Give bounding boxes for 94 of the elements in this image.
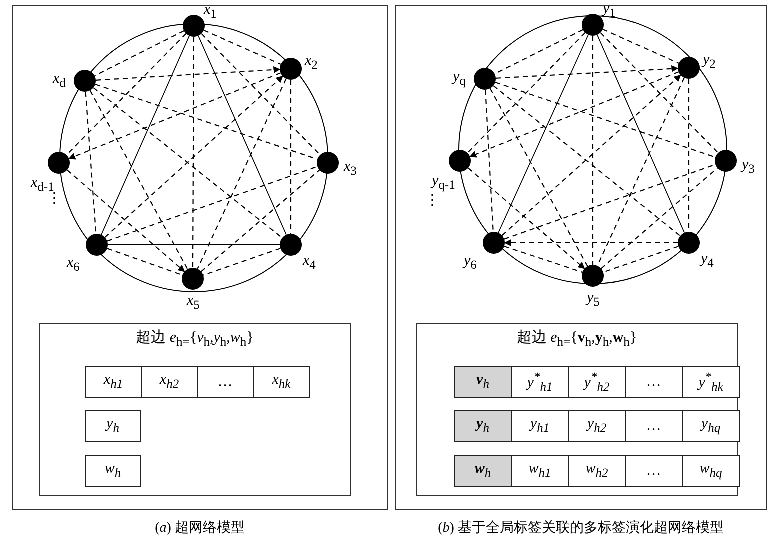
- vertex-dot: [483, 232, 505, 254]
- vertex-dot: [48, 152, 70, 174]
- vertex-dot: [317, 152, 339, 174]
- ellipsis-mark: ⋮: [47, 191, 62, 208]
- table-cell: …: [197, 366, 254, 398]
- vertex-dot: [678, 232, 700, 254]
- figure-caption: (b) 基于全局标签关联的多标签演化超网络模型: [437, 519, 725, 537]
- connector: [490, 88, 588, 267]
- connector: [108, 244, 280, 246]
- connector: [66, 33, 187, 156]
- connector: [468, 168, 586, 270]
- vertex-label: x$_{5}$: [187, 293, 200, 313]
- connector: [504, 246, 583, 274]
- vertex-label: y$_{q}$: [453, 69, 466, 89]
- table-cell: w$_{h}$: [85, 455, 141, 487]
- connector: [197, 78, 287, 270]
- table-cell: w$_{h}$: [454, 455, 512, 487]
- vertex-dot: [182, 268, 204, 290]
- ellipsis-mark: ⋮: [425, 192, 440, 210]
- table-cell: …: [625, 410, 683, 442]
- vertex-dot: [449, 150, 471, 172]
- vertex-label: y$_{1}$: [603, 1, 616, 21]
- connector: [101, 36, 190, 236]
- vertex-dot: [86, 234, 108, 256]
- table-cell: y$_{h}$: [454, 410, 512, 442]
- connector: [204, 30, 282, 65]
- vertex-label: y$_{5}$: [587, 290, 600, 310]
- connector: [107, 166, 318, 242]
- table-cell: y$_{hq}$: [682, 410, 740, 442]
- vertex-label: x$_{3}$: [344, 159, 357, 179]
- table-cell: x$_{hk}$: [253, 366, 310, 398]
- connector: [96, 66, 281, 81]
- table-cell: w$_{h1}$: [511, 455, 569, 487]
- connector: [201, 34, 321, 156]
- hyperedge-box: [416, 323, 738, 496]
- connector: [602, 29, 680, 64]
- vertex-dot: [280, 234, 302, 256]
- vertex-dot: [280, 58, 302, 80]
- table-cell: y$_{h}$: [85, 410, 141, 442]
- table-cell: …: [625, 455, 683, 487]
- vertex-label: y$_{6}$: [464, 253, 477, 273]
- vertex-label: x$_{2}$: [305, 53, 318, 73]
- connector: [496, 65, 679, 79]
- connector: [504, 164, 716, 240]
- table-cell: y$_{h1}$: [511, 410, 569, 442]
- box-title: 超边 e$_{h=}${v$_{h}$,y$_{h}$,w$_{h}$}: [516, 328, 638, 350]
- vertex-dot: [582, 265, 604, 287]
- connector: [90, 90, 188, 270]
- figure-caption: (a) 超网络模型: [154, 520, 246, 537]
- vertex-label: x$_{d-1}$: [31, 175, 54, 194]
- table-cell: y$_{h2}$: [568, 410, 626, 442]
- vertex-label: x$_{d}$: [53, 71, 66, 91]
- connector: [485, 90, 494, 232]
- table-cell: x$_{h1}$: [85, 366, 142, 398]
- connector: [498, 34, 589, 234]
- vertex-dot: [74, 70, 96, 92]
- vertex-label: x$_{6}$: [67, 255, 80, 275]
- connector: [467, 32, 586, 154]
- connector: [68, 72, 281, 160]
- connector: [603, 246, 679, 273]
- vertex-dot: [582, 14, 604, 36]
- connector: [596, 34, 686, 234]
- vertex-dot: [183, 15, 205, 37]
- vertex-label: y$_{4}$: [701, 251, 714, 271]
- connector: [94, 30, 184, 76]
- vertex-label: y$_{q-1}$: [432, 173, 456, 193]
- table-cell: …: [625, 366, 683, 398]
- connector: [203, 248, 281, 276]
- connector: [504, 240, 678, 246]
- table-cell: w$_{h2}$: [568, 455, 626, 487]
- connector: [198, 36, 287, 236]
- connector: [600, 32, 719, 154]
- connector: [200, 170, 320, 272]
- connector: [470, 72, 679, 158]
- connector: [66, 170, 186, 272]
- vertex-label: x$_{1}$: [204, 2, 217, 22]
- connector: [600, 168, 718, 270]
- table-cell: x$_{h2}$: [141, 366, 198, 398]
- vertex-dot: [715, 150, 737, 172]
- connector: [85, 92, 97, 234]
- vertex-label: y$_{2}$: [703, 52, 716, 72]
- connector: [107, 248, 183, 276]
- box-title: 超边 e$_{h=}${v$_{h}$,y$_{h}$,w$_{h}$}: [135, 328, 255, 350]
- hyperedge-box: [39, 323, 351, 496]
- connector: [495, 82, 716, 158]
- table-cell: w$_{hq}$: [682, 455, 740, 487]
- vertex-dot: [474, 68, 496, 90]
- connector: [592, 36, 594, 265]
- vertex-dot: [678, 57, 700, 79]
- connector: [290, 80, 292, 234]
- vertex-label: y$_{3}$: [742, 157, 755, 177]
- table-cell: v$_{h}$: [454, 366, 512, 398]
- connector: [192, 37, 195, 268]
- vertex-label: x$_{4}$: [303, 253, 316, 273]
